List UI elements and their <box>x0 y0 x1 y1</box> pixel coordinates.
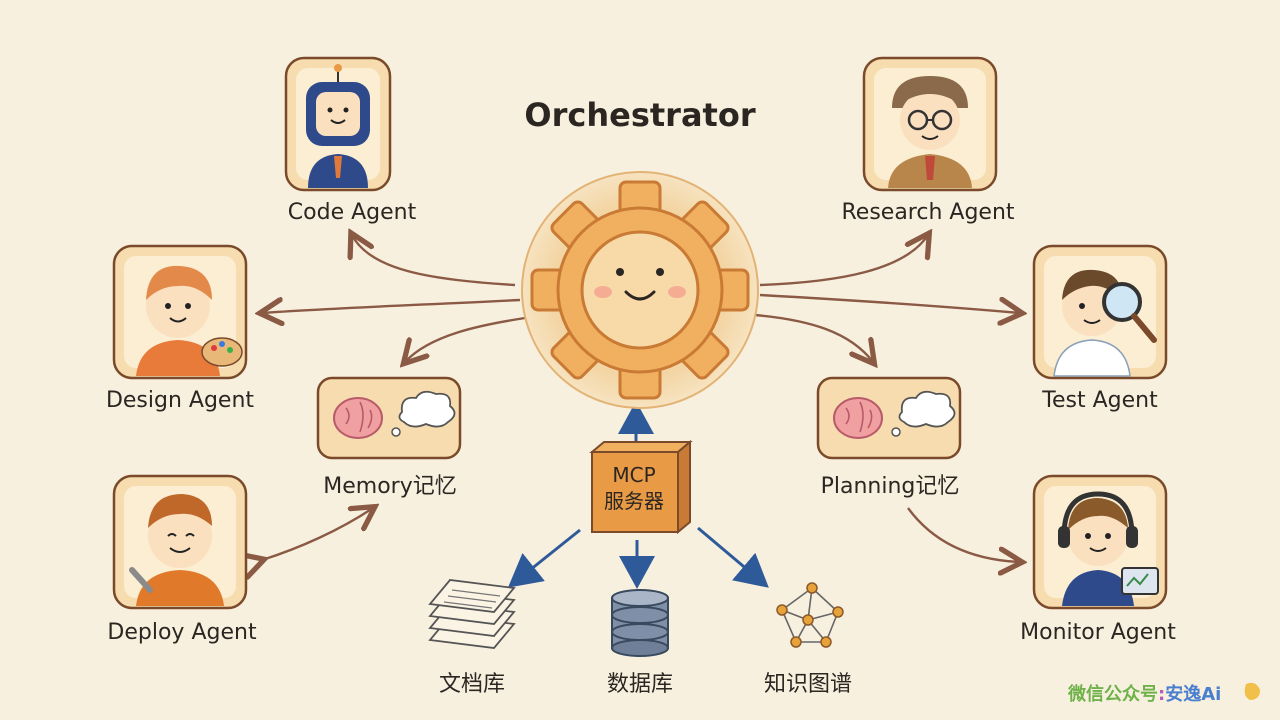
arrow-to-code-agent <box>352 235 516 287</box>
arrow-planning-monitor <box>907 507 1020 562</box>
watermark-part1: 微信公众号 <box>1068 684 1158 705</box>
agent-card-research <box>862 56 998 192</box>
agent-card-test <box>1032 244 1168 380</box>
planning-label: Planning记忆 <box>820 474 960 499</box>
watermark: 微信公众号:安逸Ai <box>1068 680 1221 706</box>
mcp-label-line1: MCP <box>612 463 656 487</box>
agent-card-deploy <box>112 474 248 610</box>
monitor-agent-label: Monitor Agent <box>1020 620 1176 645</box>
arrow-memory-deploy <box>262 508 373 560</box>
connectors <box>262 235 1020 589</box>
arrow-to-test-agent <box>759 293 1020 313</box>
agent-card-monitor <box>1032 474 1168 610</box>
arrow-to-planning <box>754 313 873 362</box>
robot-agent-icon <box>306 64 370 188</box>
arrow-to-memory <box>405 316 526 362</box>
network-graph-icon <box>776 582 844 648</box>
kg-label: 知识图谱 <box>763 672 853 697</box>
watermark-doodle <box>1244 682 1260 700</box>
db-label: 数据库 <box>606 672 674 697</box>
mcp-server-label: MCP 服务器 <box>604 462 664 514</box>
mcp-server-box <box>589 439 693 535</box>
headset-agent-icon <box>1058 491 1159 606</box>
brain-cloud-icon <box>833 390 956 439</box>
painter-agent-icon <box>136 265 243 376</box>
memory-label: Memory记忆 <box>323 474 457 499</box>
arrow-to-research-agent <box>759 235 928 287</box>
watermark-part2: 安逸Ai <box>1165 684 1222 705</box>
docs-label: 文档库 <box>438 672 506 697</box>
planning-card <box>816 376 962 460</box>
magnifier-agent-icon <box>1053 269 1157 377</box>
arrow-to-design-agent <box>262 300 521 313</box>
arrow-mcp-to-docs <box>507 528 581 588</box>
watermark-sep: : <box>1158 684 1166 705</box>
design-agent-label: Design Agent <box>105 388 255 413</box>
test-agent-label: Test Agent <box>1042 388 1158 413</box>
diagram-title: Orchestrator <box>524 96 756 134</box>
professor-agent-icon <box>888 76 972 188</box>
deploy-agent-label: Deploy Agent <box>107 620 257 645</box>
mcp-label-line2: 服务器 <box>604 489 664 513</box>
database-icon <box>611 589 669 657</box>
research-agent-label: Research Agent <box>841 200 1015 225</box>
memory-card <box>316 376 462 460</box>
mechanic-agent-icon <box>129 494 224 606</box>
document-stack-icon <box>428 579 516 649</box>
agent-card-design <box>112 244 248 380</box>
orchestrator-gear <box>521 171 759 409</box>
brain-cloud-icon <box>333 390 456 439</box>
arrow-mcp-to-kg <box>697 526 769 588</box>
code-agent-label: Code Agent <box>287 200 417 225</box>
agent-card-code <box>284 56 392 192</box>
